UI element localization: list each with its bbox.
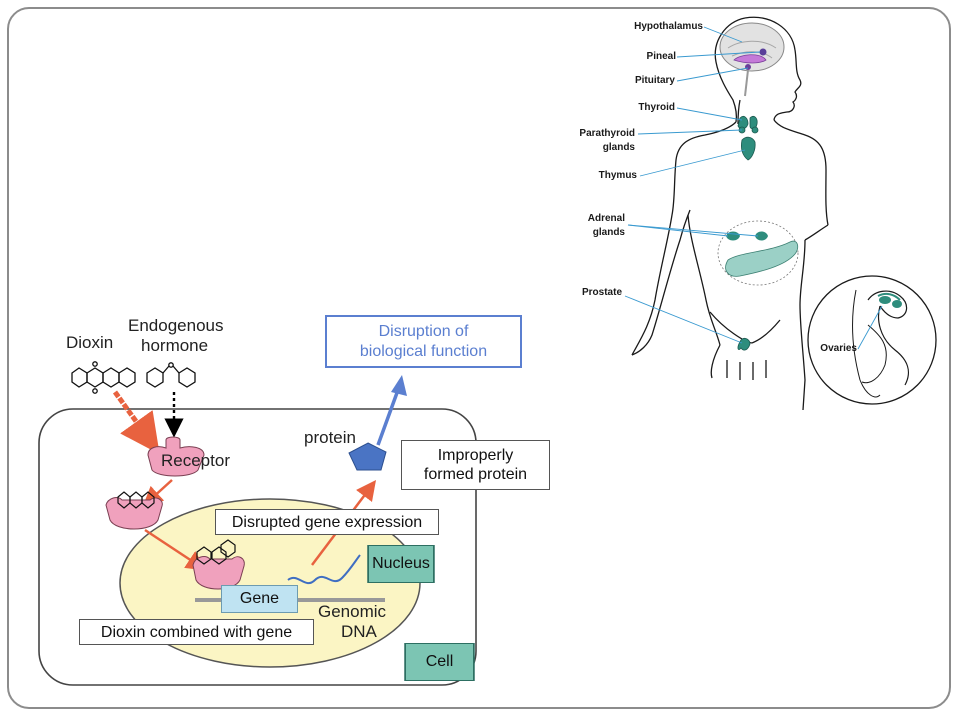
label-thyroid: Thyroid <box>638 102 675 113</box>
gene-box: Gene <box>221 585 298 613</box>
receptor-shape <box>147 436 205 477</box>
dioxin-combined-box: Dioxin combined with gene <box>79 619 314 645</box>
disruption-line1: Disruption of <box>378 323 469 340</box>
cell-label-box: Cell <box>405 643 474 681</box>
disrupted-gene-box: Disrupted gene expression <box>215 509 439 535</box>
bound-molecule <box>196 539 236 565</box>
ovaries-inset <box>807 275 937 405</box>
label-dioxin: Dioxin <box>66 333 114 352</box>
neck-glands <box>737 116 759 161</box>
label-endogenous-line2: hormone <box>141 336 209 355</box>
label-ovaries: Ovaries <box>820 343 857 354</box>
slide-frame <box>7 7 951 709</box>
dioxin-arrow <box>112 390 160 455</box>
protein-shape <box>348 442 387 471</box>
label-protein: protein <box>304 428 356 447</box>
bound-complex-shape <box>192 556 245 590</box>
label-hypothalamus: Hypothalamus <box>634 21 703 32</box>
disruption-box: Disruption of biological function <box>325 315 522 368</box>
complex-to-gene-arrow <box>144 528 207 571</box>
improper-protein-box: Improperly formed protein <box>401 440 550 490</box>
label-endogenous-line1: Endogenous <box>128 316 224 335</box>
hormone-molecule <box>146 362 196 388</box>
label-adrenal-line2: glands <box>592 227 625 238</box>
label-parathyroid-line2: glands <box>602 142 635 153</box>
disruption-arrow <box>376 389 400 446</box>
mrna-wave <box>287 554 361 585</box>
leader-lines <box>624 26 883 350</box>
label-parathyroid-line1: Parathyroid <box>579 128 635 139</box>
improper-line2: formed protein <box>423 466 528 483</box>
prostate-gland <box>737 337 751 351</box>
label-receptor: Receptor <box>161 451 230 470</box>
brain <box>719 22 785 97</box>
improper-line1: Improperly <box>437 447 514 464</box>
label-thymus: Thymus <box>598 170 637 181</box>
nucleus-label-box: Nucleus <box>368 545 434 583</box>
label-genomic-line1: Genomic <box>318 602 387 621</box>
label-genomic-line2: DNA <box>341 622 377 641</box>
label-adrenal-line1: Adrenal <box>587 213 625 224</box>
label-pituitary: Pituitary <box>634 75 675 86</box>
complex-molecule <box>117 491 155 509</box>
label-pineal: Pineal <box>646 51 676 62</box>
dioxin-molecule <box>71 361 136 394</box>
disruption-line2: biological function <box>359 343 488 360</box>
label-prostate: Prostate <box>581 287 622 298</box>
